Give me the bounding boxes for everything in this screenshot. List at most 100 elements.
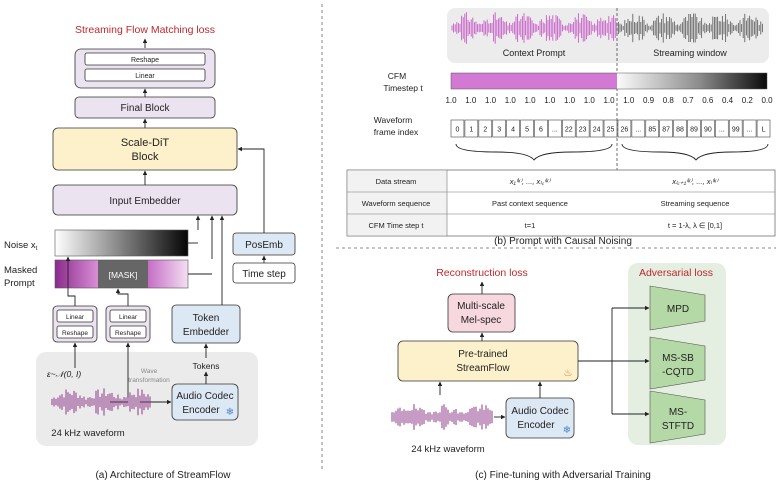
cqtd-line1: MS-SB: [662, 353, 694, 364]
frame-cell: [645, 119, 659, 138]
panel-c: Reconstruction loss Multi-scale Mel-spec…: [391, 263, 726, 481]
frame-cell-label: 85: [648, 127, 656, 134]
snowflake-icon: ❄: [226, 407, 234, 418]
frame-cell: [728, 119, 743, 138]
frame-cell: [742, 119, 757, 138]
frame-cell: [631, 119, 646, 138]
masked-prompt-left: [55, 260, 98, 288]
cfm-tick-label: 1.0: [445, 96, 457, 105]
masked-label-2: Prompt: [4, 278, 35, 289]
frame-cell: [464, 119, 479, 138]
token-embedder: [171, 304, 241, 344]
caption-c: (c) Fine-tuning with Adversarial Trainin…: [475, 470, 651, 481]
noise-gradient-bar: [54, 229, 189, 257]
cfm-tick-label: 0.6: [702, 96, 714, 105]
table-r0-c2: xₗ꜀₊₁⁽ᵏ⁾, ..., xₗ⁽ᵏ⁾: [671, 177, 719, 186]
frame-cell-label: 23: [579, 127, 587, 134]
flame-icon: ♨: [564, 368, 573, 379]
frame-cell: [603, 119, 618, 138]
frame-cell-label: ...: [552, 127, 558, 134]
frame-cell-label: 89: [690, 127, 698, 134]
cfm-tick-label: 1.0: [505, 96, 517, 105]
caption-b: (b) Prompt with Causal Noising: [494, 236, 632, 247]
arrow-posemb-to-dit: [237, 146, 265, 233]
table-r2-c2: t = 1-λ, λ ∈ [0,1]: [668, 221, 722, 230]
token-embedder-line2: Embedder: [183, 327, 230, 338]
table-r1-c2: Streaming sequence: [661, 199, 730, 208]
cfm-tick-label: 1.0: [603, 96, 615, 105]
input-embedder-label: Input Embedder: [109, 196, 181, 207]
dit-label-line2: Block: [132, 151, 159, 163]
codec-encoder-a: [171, 383, 239, 421]
cfm-tick-label: 0.4: [722, 96, 734, 105]
codec-c-line2: Encoder: [517, 420, 555, 431]
arrow-left-proj-to-noise: [65, 256, 76, 306]
frame-cell: [562, 119, 576, 138]
cfm-label-2: Timestep t: [383, 83, 423, 93]
frame-cell-label: 1: [469, 127, 473, 134]
reshape-label-top: Reshape: [131, 57, 159, 64]
cqtd-trapezoid: [649, 336, 706, 390]
table-r2-c1: t=1: [525, 221, 536, 230]
frame-cell: [687, 119, 701, 138]
arrow-right-proj-to-mask: [115, 288, 129, 306]
frame-cell-label: 0: [456, 127, 460, 134]
cfm-context-bar: [451, 73, 617, 89]
epsilon-label: ε~𝒩(0, I): [47, 369, 81, 379]
reshape-box-right: [109, 325, 147, 339]
input-embedder: [52, 184, 238, 216]
frame-cell: [506, 119, 520, 138]
streaming-fm-loss-label: Streaming Flow Matching loss: [75, 24, 215, 36]
frame-cell-label: 3: [497, 127, 501, 134]
frame-cell-label: 26: [621, 127, 629, 134]
cfm-tick-label: 1.0: [524, 96, 536, 105]
frame-cell: [575, 119, 590, 138]
final-block-label: Final Block: [121, 103, 171, 114]
table-border: [346, 169, 776, 237]
wave-transform-line1: Wave: [141, 368, 158, 375]
frame-cell-label: L: [762, 127, 766, 134]
waveform-frame-label-1: Waveform: [374, 115, 412, 125]
frame-cell-label: 25: [607, 127, 615, 134]
frame-cell-label: 99: [732, 127, 740, 134]
frame-cell: [756, 119, 771, 138]
input-panel: [36, 352, 258, 446]
waveform-frame-label-2: frame index: [374, 127, 419, 137]
reshape-label-left: Reshape: [62, 330, 88, 337]
codec-a-line2: Encoder: [182, 405, 220, 416]
frame-cell: [450, 119, 465, 138]
mask-token-region: [98, 260, 148, 288]
frame-cell: [478, 119, 493, 138]
scale-dit-block: [52, 127, 238, 171]
linear-label-left: Linear: [66, 314, 85, 321]
cfm-tick-label: 1.0: [544, 96, 556, 105]
linear-box-left: [56, 309, 94, 323]
frame-cell-label: 4: [511, 127, 515, 134]
frame-cell-label: 5: [525, 127, 529, 134]
mel-spec-box: [447, 293, 516, 333]
dit-label-line1: Scale-DiT: [121, 137, 170, 149]
frame-cell-label: 90: [704, 127, 712, 134]
pretrained-line1: Pre-trained: [458, 349, 507, 360]
mel-line1: Multi-scale: [457, 301, 505, 312]
pretrained-line2: StreamFlow: [456, 363, 510, 374]
timestep-label: Time step: [242, 269, 286, 280]
masked-prompt-right: [148, 260, 188, 288]
cfm-tick-label: 1.0: [564, 96, 576, 105]
linear-label-right: Linear: [119, 314, 138, 321]
cfm-streaming-bar: [617, 73, 767, 89]
wave-transform-line2: transformation: [128, 377, 170, 384]
cfm-tick-label: 0.8: [663, 96, 675, 105]
table-r1-c1: Past context sequence: [492, 199, 568, 208]
cfm-tick-label: 0.9: [643, 96, 655, 105]
codec-a-line1: Audio Codec: [176, 391, 233, 402]
linear-label-top: Linear: [135, 73, 155, 80]
mel-line2: Mel-spec: [461, 315, 502, 326]
adversarial-loss-label: Adversarial loss: [639, 267, 713, 279]
frame-cell-label: ...: [747, 127, 753, 134]
masked-label-1: Masked: [4, 265, 37, 276]
pretrained-streamflow: [397, 340, 579, 382]
frame-cell: [589, 119, 604, 138]
streaming-brace: [621, 143, 769, 161]
